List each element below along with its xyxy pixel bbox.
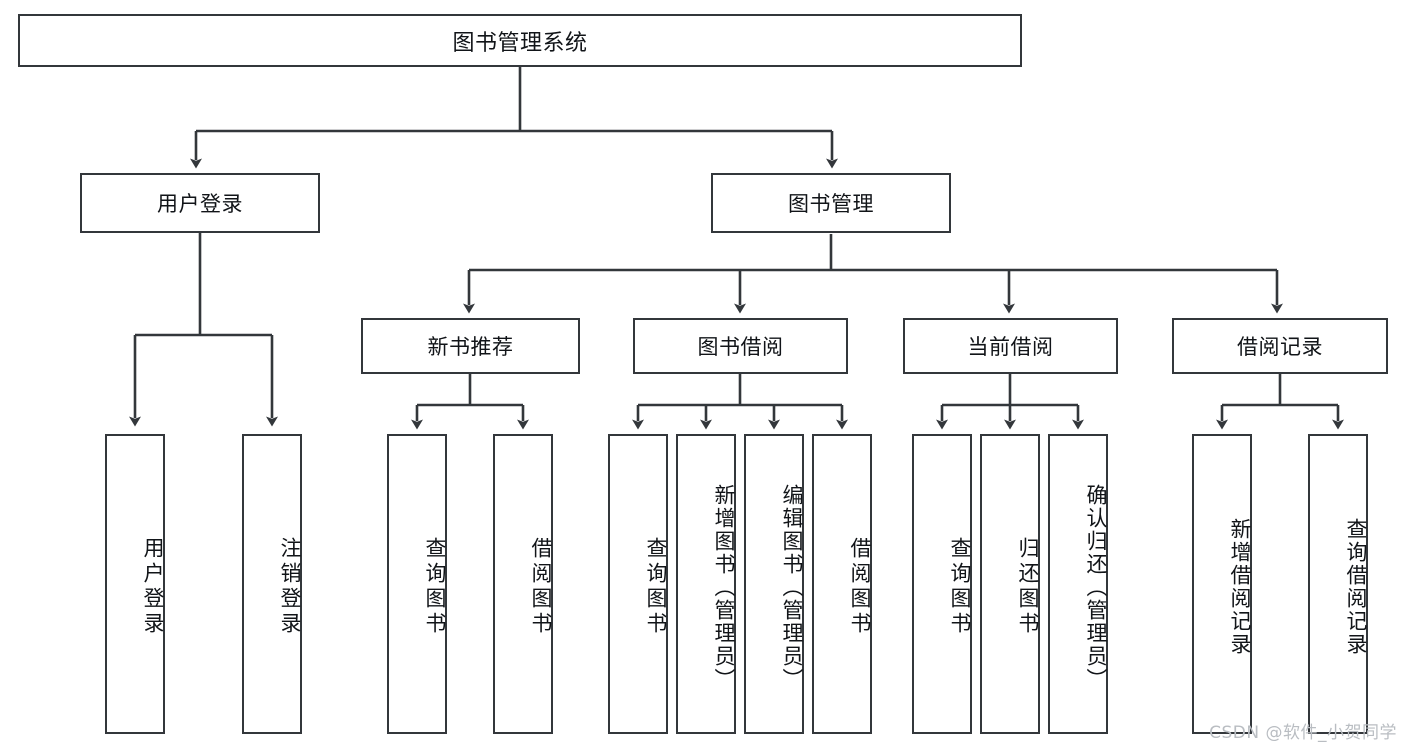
node-label: 图书管理系统 bbox=[452, 30, 588, 56]
leaf-query-book-1[interactable]: 查询图书 bbox=[387, 434, 447, 734]
leaf-add-book[interactable]: 新增图书（管理员） bbox=[676, 434, 736, 734]
node-label: 查询图书 bbox=[948, 537, 972, 637]
node-root-system[interactable]: 图书管理系统 bbox=[18, 14, 1022, 67]
node-borrow-record[interactable]: 借阅记录 bbox=[1172, 318, 1388, 374]
leaf-confirm-return[interactable]: 确认归还（管理员） bbox=[1048, 434, 1108, 734]
csdn-watermark: CSDN @软件_小贺同学 bbox=[1209, 723, 1397, 743]
node-label: 图书管理 bbox=[788, 192, 874, 216]
leaf-query-record[interactable]: 查询借阅记录 bbox=[1308, 434, 1368, 734]
node-label: 当前借阅 bbox=[967, 335, 1054, 359]
node-label: 用户登录 bbox=[157, 192, 243, 216]
leaf-borrow-book-2[interactable]: 借阅图书 bbox=[812, 434, 872, 734]
node-book-management[interactable]: 图书管理 bbox=[711, 173, 951, 233]
node-label: 借阅图书 bbox=[529, 537, 553, 637]
node-label: 归还图书 bbox=[1016, 537, 1040, 637]
leaf-edit-book[interactable]: 编辑图书（管理员） bbox=[744, 434, 804, 734]
leaf-return-book[interactable]: 归还图书 bbox=[980, 434, 1040, 734]
node-label: 查询图书 bbox=[423, 537, 447, 637]
node-book-borrow[interactable]: 图书借阅 bbox=[633, 318, 848, 374]
node-label: 注销登录 bbox=[278, 537, 302, 637]
node-label: 确认归还（管理员） bbox=[1084, 483, 1108, 691]
node-new-book-recommend[interactable]: 新书推荐 bbox=[361, 318, 580, 374]
leaf-query-book-2[interactable]: 查询图书 bbox=[608, 434, 668, 734]
leaf-query-book-3[interactable]: 查询图书 bbox=[912, 434, 972, 734]
node-current-borrow[interactable]: 当前借阅 bbox=[903, 318, 1118, 374]
node-label: 查询图书 bbox=[644, 537, 668, 637]
node-label: 用户登录 bbox=[141, 537, 165, 637]
node-label: 借阅图书 bbox=[848, 537, 872, 637]
node-label: 新书推荐 bbox=[427, 335, 514, 359]
node-user-login[interactable]: 用户登录 bbox=[80, 173, 320, 233]
node-label: 借阅记录 bbox=[1237, 335, 1323, 359]
node-label: 新增借阅记录 bbox=[1228, 518, 1252, 656]
node-label: 图书借阅 bbox=[697, 335, 784, 359]
leaf-add-record[interactable]: 新增借阅记录 bbox=[1192, 434, 1252, 734]
leaf-user-login[interactable]: 用户登录 bbox=[105, 434, 165, 734]
leaf-borrow-book-1[interactable]: 借阅图书 bbox=[493, 434, 553, 734]
node-label: 查询借阅记录 bbox=[1344, 518, 1368, 656]
node-label: 新增图书（管理员） bbox=[712, 483, 736, 691]
node-label: 编辑图书（管理员） bbox=[780, 483, 804, 691]
leaf-logout-login[interactable]: 注销登录 bbox=[242, 434, 302, 734]
